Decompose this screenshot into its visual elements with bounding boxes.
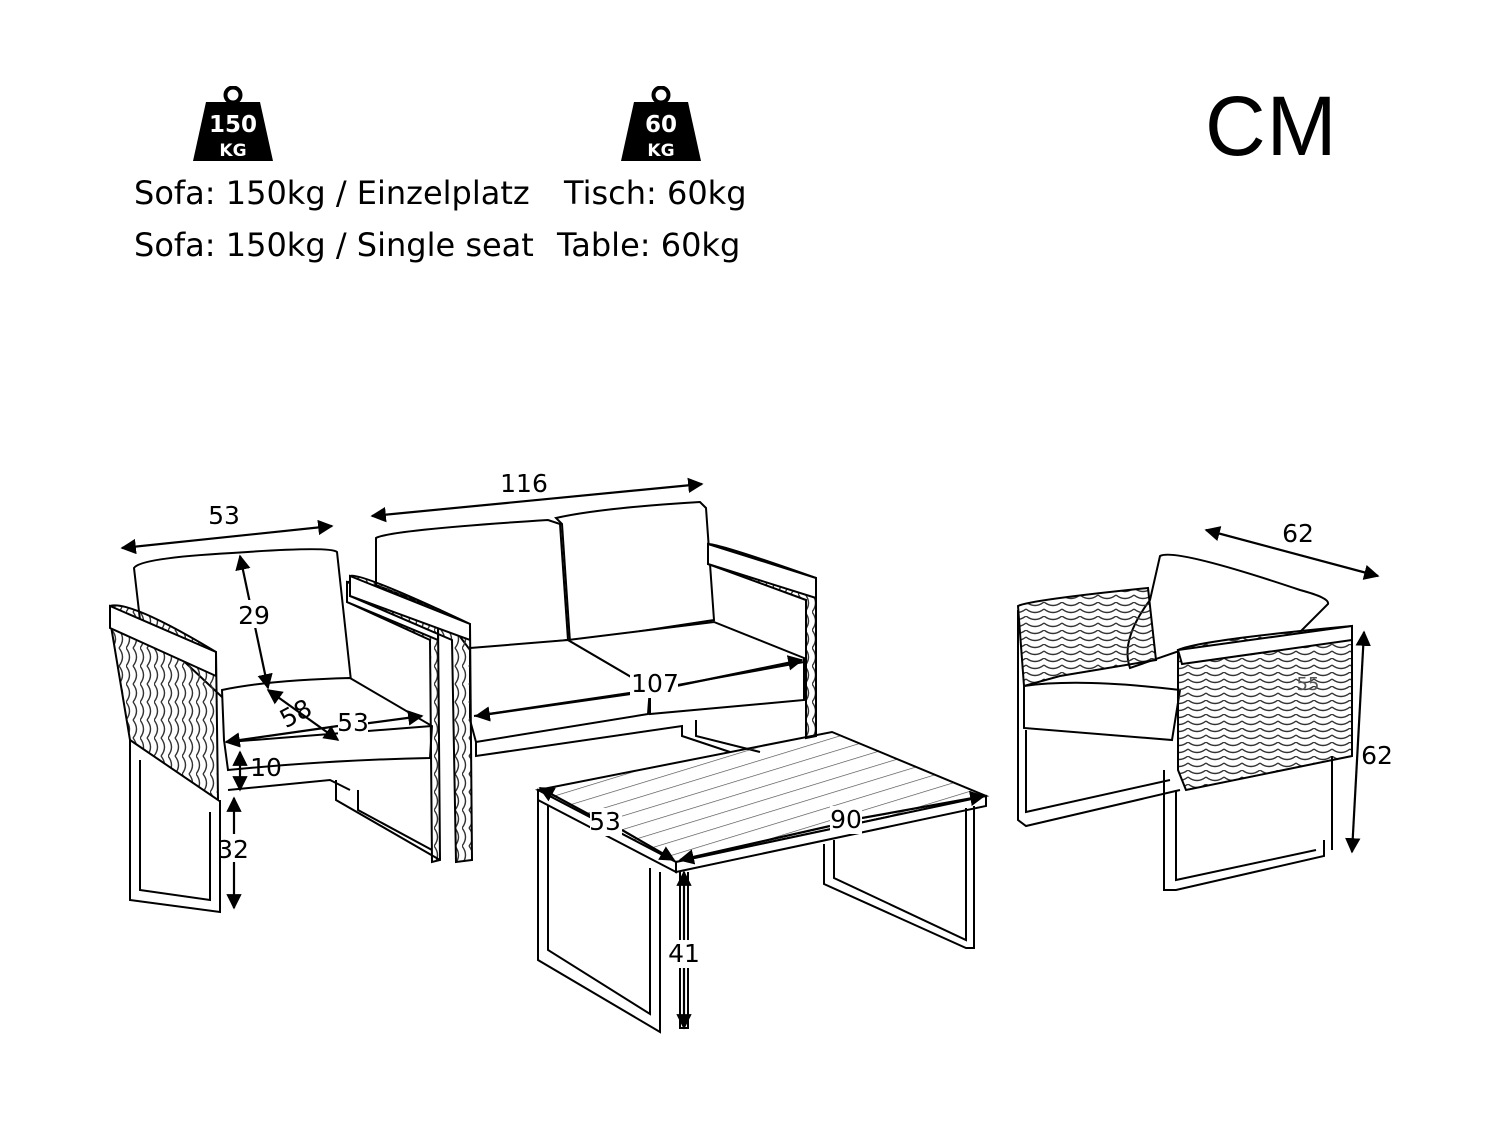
dim-chair-right-hidden: 55	[1297, 674, 1320, 695]
sofa	[349, 500, 817, 864]
dim-chair-left-seat-width: 53	[337, 708, 369, 737]
weight-60kg-icon: 60 KG	[620, 86, 702, 162]
dim-chair-left-width: 53	[208, 501, 240, 530]
weight-150-unit: KG	[219, 141, 246, 161]
weight-150-number: 150	[209, 112, 257, 138]
dim-chair-right-height: 62	[1361, 741, 1393, 770]
dimension-arrows	[120, 477, 1380, 1030]
dim-sofa-width: 116	[500, 469, 548, 498]
dim-table-height: 41	[668, 939, 700, 968]
right-armchair	[1016, 553, 1353, 891]
de-sofa-capacity: Sofa: 150kg / Einzelplatz	[134, 174, 530, 212]
dim-table-width: 90	[830, 805, 862, 834]
dim-chair-left-seat-height: 32	[217, 835, 249, 864]
weight-60-number: 60	[645, 112, 677, 138]
de-table-capacity: Tisch: 60kg	[564, 174, 747, 212]
coffee-table	[535, 730, 990, 1034]
en-table-capacity: Table: 60kg	[557, 226, 741, 264]
dim-chair-left-back-height: 29	[238, 601, 270, 630]
dim-chair-left-cushion: 10	[250, 753, 282, 782]
weight-60-unit: KG	[647, 141, 674, 161]
unit-label: CM	[1205, 79, 1338, 173]
weight-150kg-icon: 150 KG	[192, 86, 274, 162]
dim-sofa-seat-width: 107	[631, 669, 679, 698]
en-sofa-capacity: Sofa: 150kg / Single seat	[134, 226, 534, 264]
dim-table-depth: 53	[589, 807, 621, 836]
dim-chair-right-width: 62	[1282, 519, 1314, 548]
